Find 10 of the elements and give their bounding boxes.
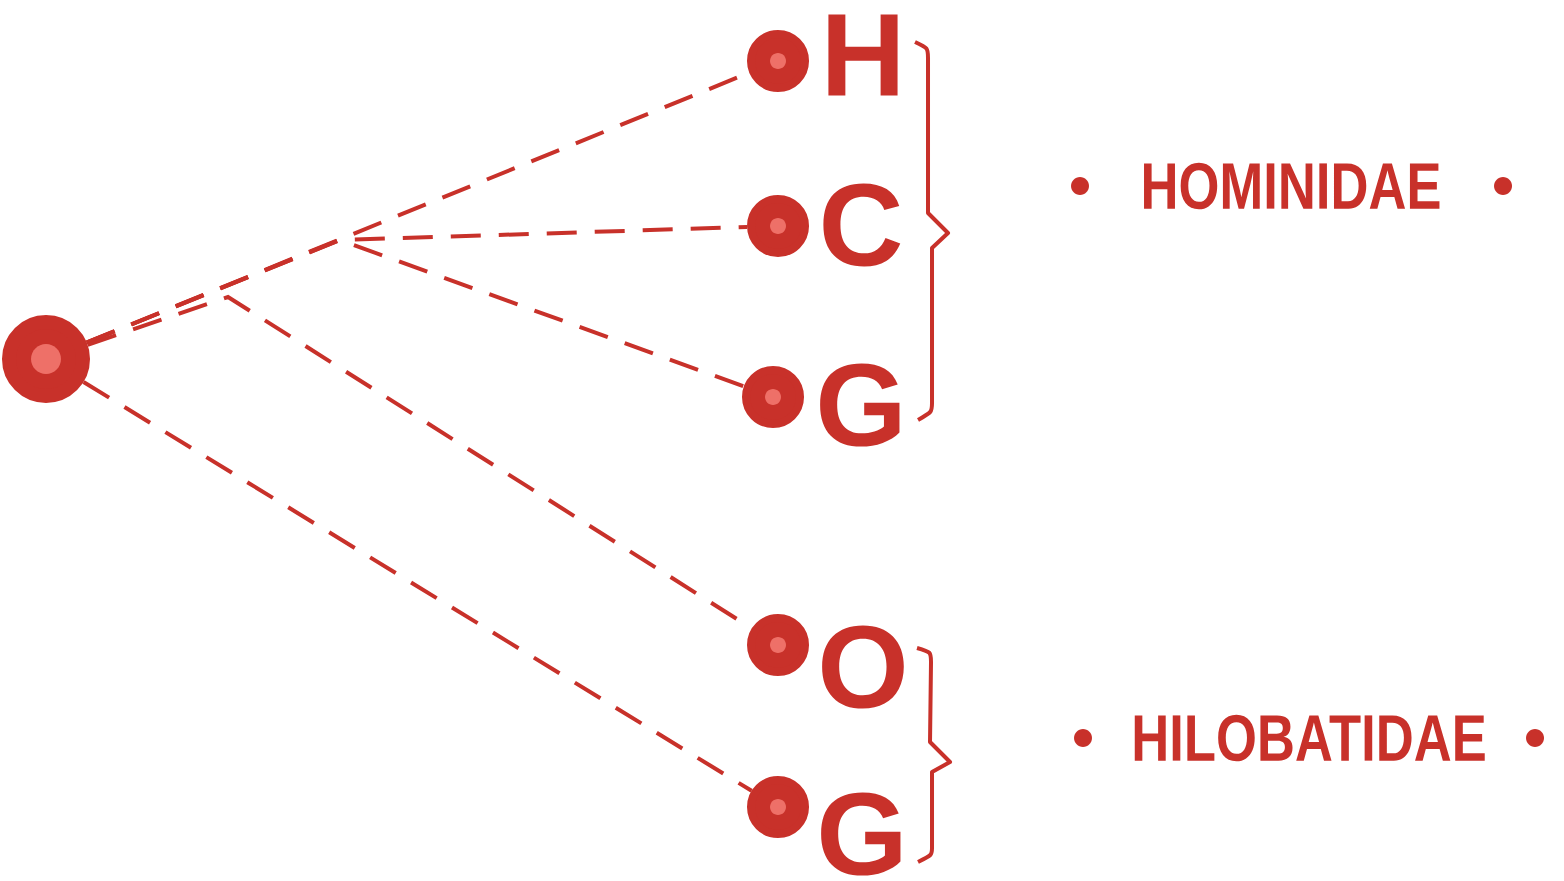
group-label: HILOBATIDAE [1134,714,1485,762]
letter-label: O [822,625,904,709]
letter-label: G [821,792,901,876]
letter-label: G [820,363,900,447]
circle-marker [2,315,90,403]
dashed-line [86,237,745,389]
letter-label: H [828,14,898,96]
dashed-line [82,380,753,793]
group-label: HOMINIDAE [1144,162,1440,210]
letter-label: C [823,183,901,267]
